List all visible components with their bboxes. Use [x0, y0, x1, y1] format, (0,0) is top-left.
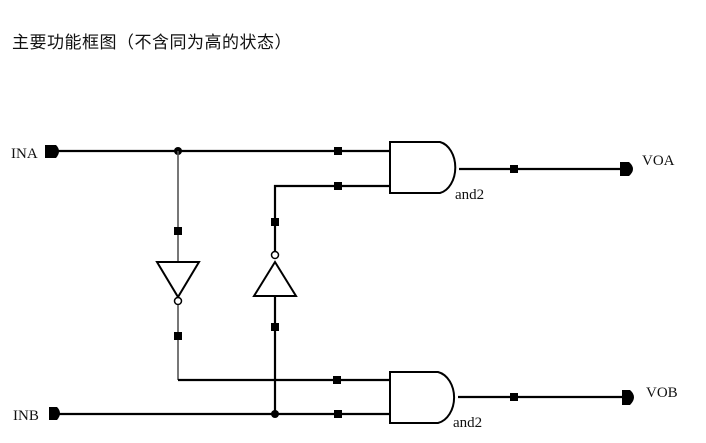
- and-gate-icon: [389, 371, 456, 424]
- wire-node: [334, 182, 342, 190]
- port-connector-icon: [620, 162, 633, 176]
- inverter-1: [155, 261, 201, 306]
- and-gate-b[interactable]: and2: [389, 371, 482, 431]
- wire-node: [333, 376, 341, 384]
- input-label-inb: INB: [13, 408, 39, 424]
- port-connector-icon: [49, 407, 60, 420]
- wire-node: [271, 218, 279, 226]
- and-gate-a[interactable]: and2: [389, 141, 484, 203]
- input-label-ina: INA: [11, 146, 38, 162]
- port-connector-icon: [622, 390, 634, 405]
- wire-node: [510, 393, 518, 401]
- wire-node: [334, 147, 342, 155]
- inverter-2: [252, 250, 298, 297]
- port-connector-icon: [45, 145, 59, 158]
- output-port-voa[interactable]: VOA: [620, 153, 675, 176]
- wire-node: [174, 227, 182, 235]
- output-port-vob[interactable]: VOB: [622, 385, 678, 405]
- wire-node: [174, 332, 182, 340]
- inverter-triangle-icon: [155, 261, 201, 299]
- input-port-ina[interactable]: INA: [11, 145, 59, 162]
- output-label-voa: VOA: [642, 153, 675, 169]
- output-label-vob: VOB: [646, 385, 678, 401]
- wire-node: [510, 165, 518, 173]
- inverter-bubble-icon: [270, 250, 280, 260]
- wire-node: [334, 410, 342, 418]
- inverter-triangle-icon: [252, 260, 298, 297]
- wire-node: [271, 323, 279, 331]
- inverter-bubble-icon: [173, 296, 183, 306]
- diagram-title: 主要功能框图（不含同为高的状态）: [12, 33, 292, 53]
- gate-label: and2: [455, 187, 484, 203]
- gate-label: and2: [453, 415, 482, 431]
- input-port-inb[interactable]: INB: [13, 407, 60, 424]
- and-gate-icon: [389, 141, 457, 194]
- wire-inv2-to-and-a: [273, 184, 390, 251]
